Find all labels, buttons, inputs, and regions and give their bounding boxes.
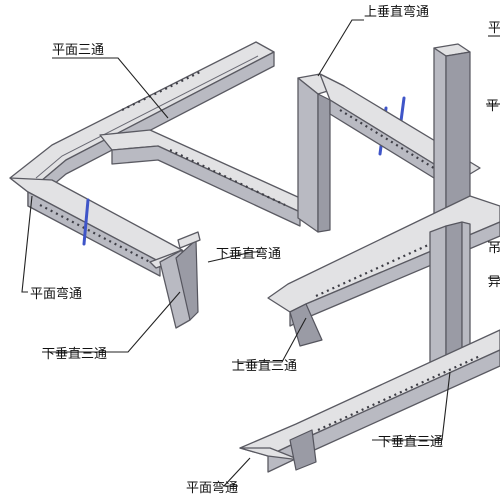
label-reducer-partial: 异 [488,275,500,290]
tray-upper-left-loop [9,41,301,277]
label-upper-vertical-bend: 上垂直弯通 [364,4,429,20]
label-hanger-partial: 吊 [488,241,500,256]
label-edge-partial-1: 平 [488,21,500,36]
tray-vertical-column [433,43,471,227]
label-flat-bend-left: 平面弯通 [30,286,82,302]
label-edge-partial-2: 平 [486,99,499,114]
tray-lower-vertical-tee-right [429,221,471,387]
label-lower-vertical-bend: 下垂直弯通 [216,246,281,262]
label-flat-bend-bottom: 平面弯通 [186,480,238,496]
label-lower-vertical-tee-right: 下垂直三通 [378,435,443,450]
label-upper-vertical-tee: 上垂直三通 [232,359,297,374]
hanger-rod-left [82,198,90,246]
label-flat-tee-top: 平面三通 [52,43,104,58]
label-lower-vertical-tee-left: 下垂直三通 [42,347,107,362]
tray-bottom-flat-bend [239,329,500,473]
leader-lines [21,19,500,487]
tray-lower-vertical-tee-left [149,231,201,329]
